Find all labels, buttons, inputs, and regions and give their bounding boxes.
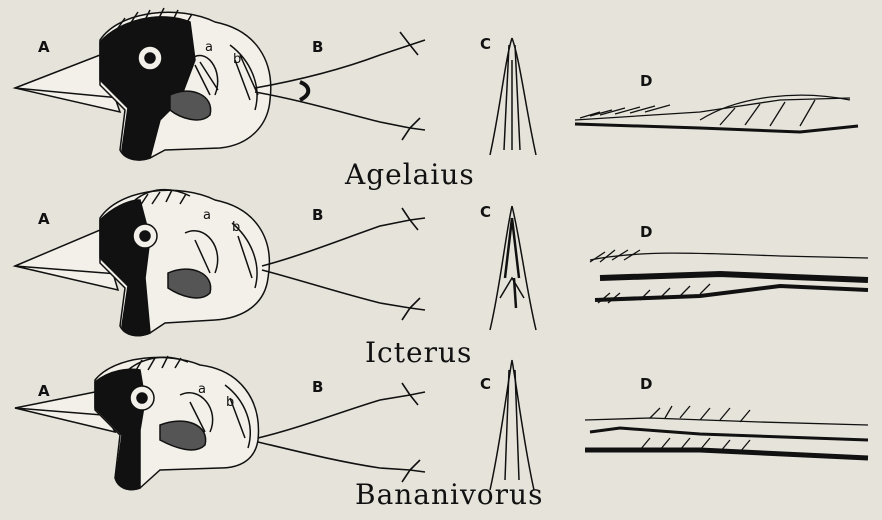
tongue-top-drawing <box>490 360 534 490</box>
label-small-a: a <box>203 208 211 223</box>
label-c: C <box>480 203 491 221</box>
label-small-b: b <box>226 395 234 410</box>
tongue-top-drawing <box>490 38 536 155</box>
label-a: A <box>38 382 50 400</box>
label-small-a: a <box>205 40 213 55</box>
bird-head-drawing <box>15 190 269 336</box>
tongue-side-drawing <box>590 250 868 303</box>
row-drawings <box>0 178 882 348</box>
label-b: B <box>312 38 323 56</box>
figure-row-agelaius: A a b B C D Agelaius <box>0 0 882 170</box>
label-a: A <box>38 210 50 228</box>
figure-row-icterus: A a b B C D Icterus <box>0 178 882 348</box>
mandible-drawing <box>258 383 425 482</box>
label-d: D <box>640 223 652 241</box>
bird-head-drawing <box>15 8 271 160</box>
label-c: C <box>480 375 491 393</box>
label-d: D <box>640 72 652 90</box>
genus-name: Bananivorus <box>355 478 543 511</box>
figure-row-bananivorus: A a b B C D Bananivorus <box>0 350 882 520</box>
label-b: B <box>312 206 323 224</box>
label-small-b: b <box>233 52 241 67</box>
label-b: B <box>312 378 323 396</box>
mandible-drawing <box>262 208 425 320</box>
label-small-b: b <box>232 220 240 235</box>
label-a: A <box>38 38 50 56</box>
label-d: D <box>640 375 652 393</box>
tongue-side-drawing <box>575 95 858 132</box>
tongue-top-drawing <box>490 206 536 330</box>
row-drawings <box>0 0 882 170</box>
bird-head-drawing <box>15 356 258 490</box>
label-small-a: a <box>198 382 206 397</box>
label-c: C <box>480 35 491 53</box>
tongue-side-drawing <box>585 406 868 458</box>
mandible-drawing <box>255 32 425 140</box>
